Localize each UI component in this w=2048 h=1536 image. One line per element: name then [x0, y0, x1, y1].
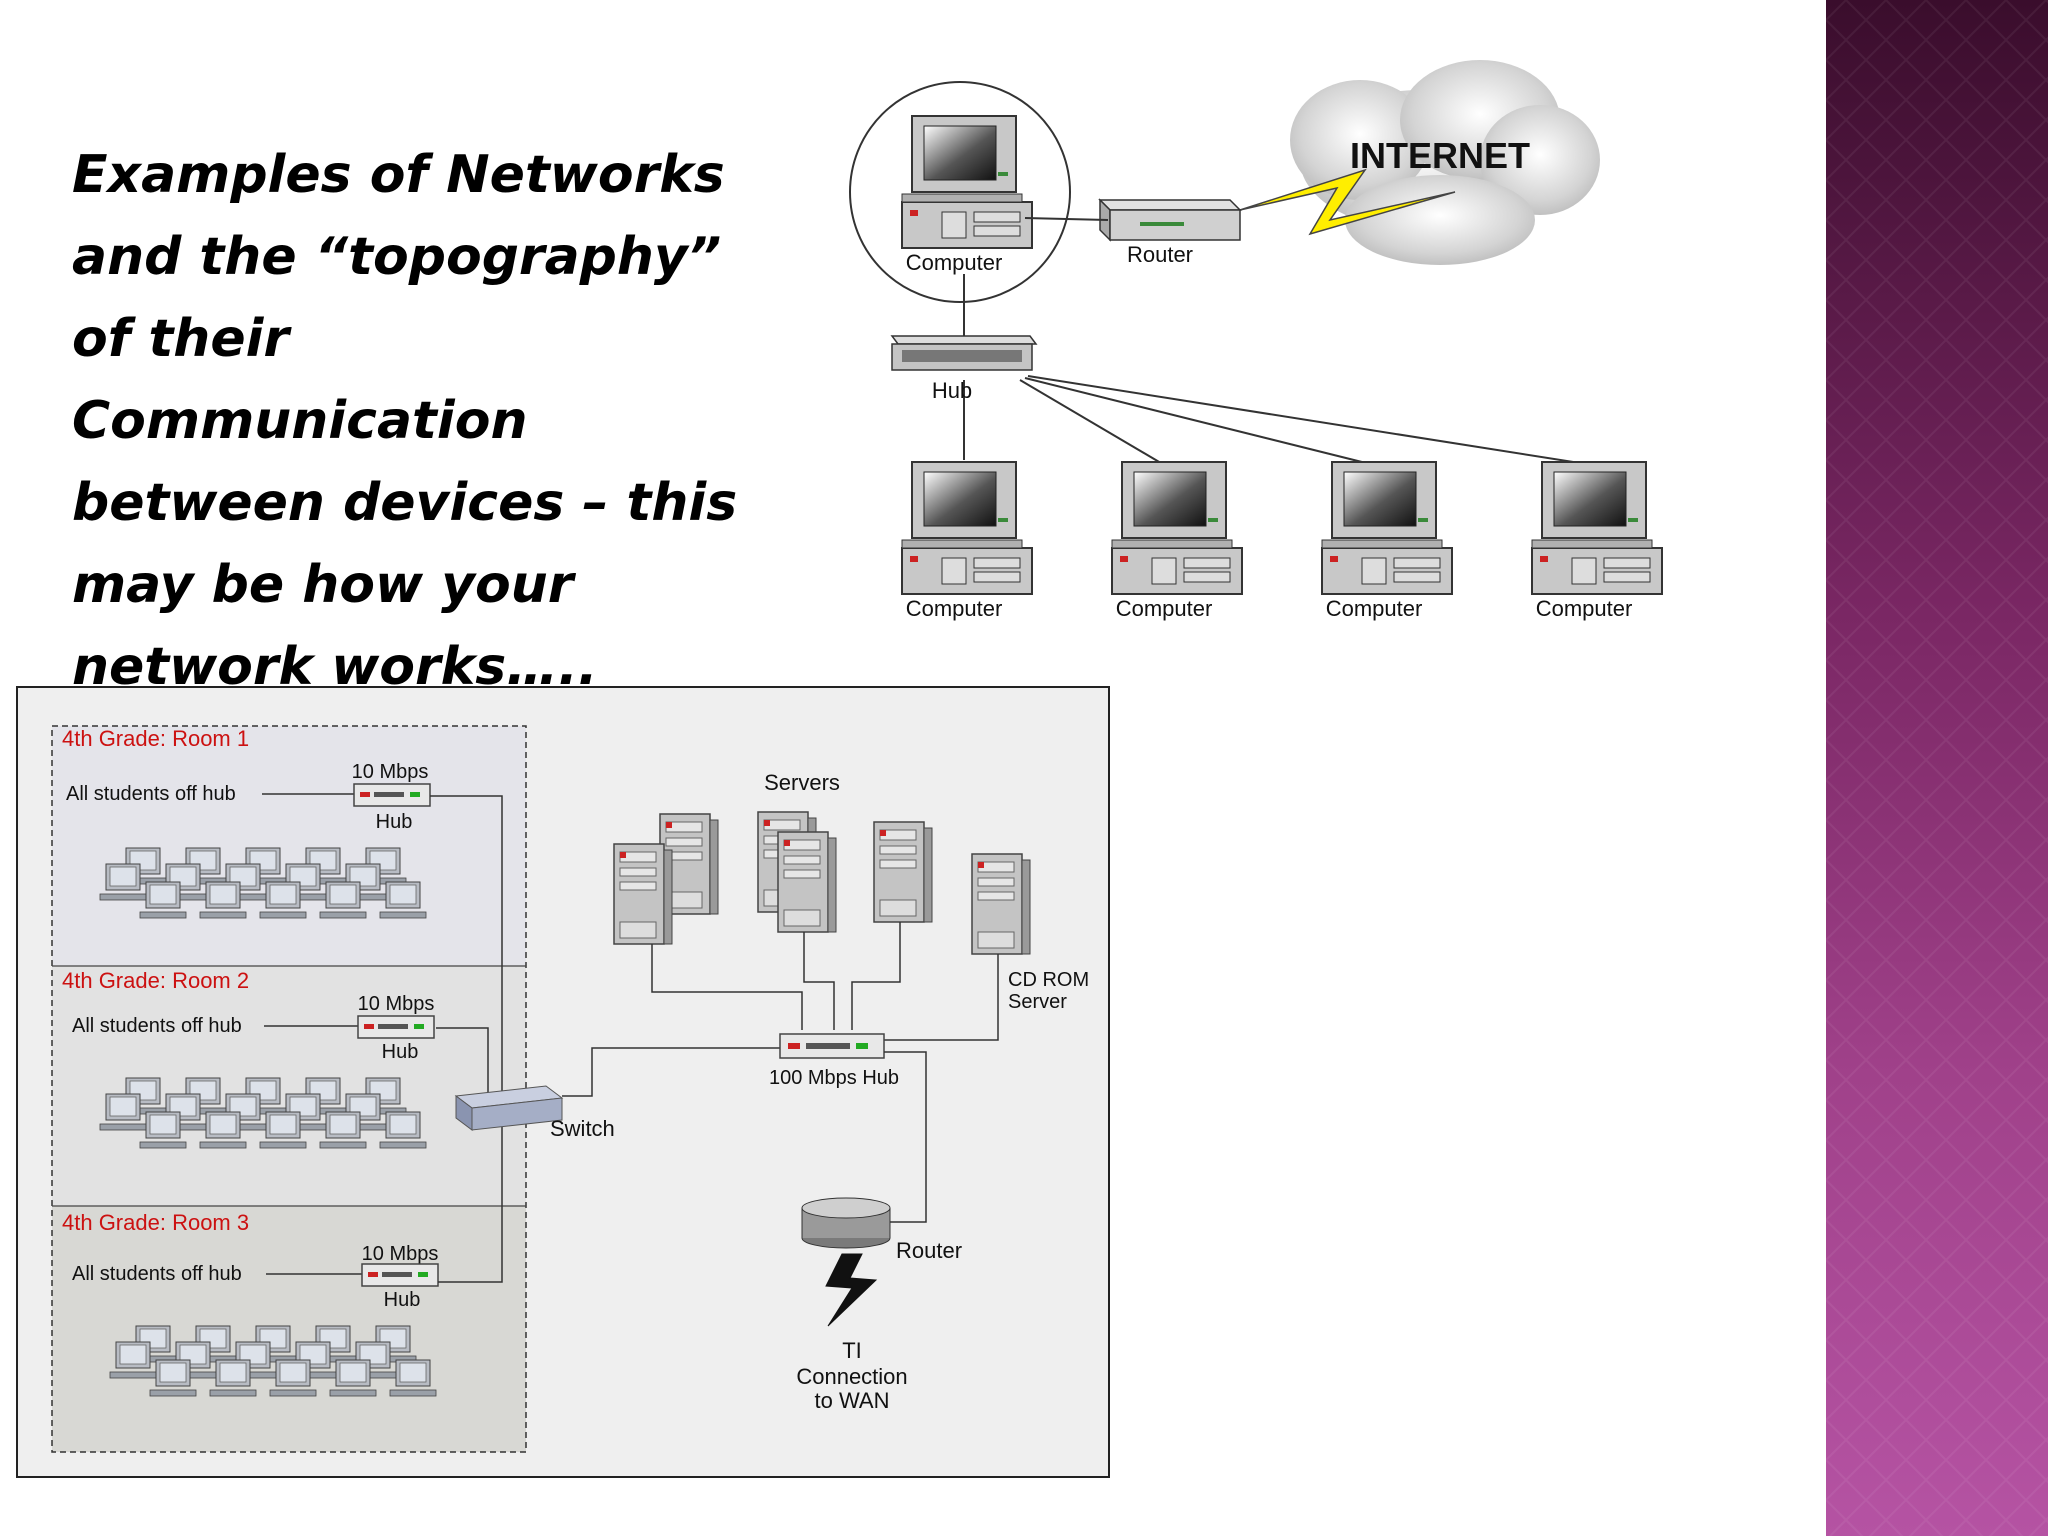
room-2-zone [52, 966, 526, 1206]
room-1-hub-icon [353, 783, 431, 807]
router-label: Router [1127, 242, 1193, 267]
room-2-note: All students off hub [72, 1015, 242, 1037]
client-computer-label: Computer [1116, 596, 1213, 621]
wan-label-line3: to WAN [815, 1388, 890, 1413]
room-2-hub-speed: 10 Mbps [358, 993, 435, 1015]
hub-icon [890, 335, 1038, 371]
room-3-hub-speed: 10 Mbps [362, 1243, 439, 1265]
client-computer-icon [1321, 461, 1453, 595]
room-1-note: All students off hub [66, 783, 236, 805]
school-network-diagram: 4th Grade: Room 1 All students off hub 1… [16, 686, 1110, 1478]
hub-link-3 [1024, 377, 1379, 467]
client-computer-label: Computer [1536, 596, 1633, 621]
servers-label: Servers [764, 770, 840, 795]
wan-label-line1: TI [842, 1338, 862, 1363]
hub-link-2 [1019, 379, 1167, 467]
room-3-note: All students off hub [72, 1263, 242, 1285]
main-computer-circle [849, 81, 1071, 303]
router-icon [1098, 198, 1242, 242]
cdrom-server-icon [971, 853, 1031, 955]
slide-headline: Examples of Networks and the “topography… [72, 145, 738, 697]
client-computer-icon [1111, 461, 1243, 595]
room-1-zone [52, 726, 526, 966]
switch-label: Switch [550, 1116, 615, 1141]
room-1-hub-label: Hub [376, 811, 413, 833]
wan-lightning-icon [1239, 168, 1456, 236]
router-icon [801, 1197, 891, 1249]
server-icon [873, 821, 933, 923]
main-computer-icon [901, 115, 1033, 249]
main-hub-label: 100 Mbps Hub [769, 1067, 899, 1089]
sidebar-accent [1826, 0, 2048, 1536]
client-computer-label: Computer [906, 596, 1003, 621]
room-3-hub-icon [361, 1263, 439, 1287]
computer-router-link [1024, 217, 1109, 221]
room-3-title: 4th Grade: Room 3 [62, 1210, 249, 1235]
internet-label: INTERNET [1350, 135, 1530, 176]
hub-link-4 [1027, 375, 1587, 465]
wan-label-line2: Connection [796, 1364, 907, 1389]
router-label: Router [896, 1238, 962, 1263]
sidebar-diamond-pattern [1826, 0, 2048, 1536]
client-computer-icon [901, 461, 1033, 595]
main-hub-icon [779, 1033, 885, 1059]
switch-icon [454, 1085, 564, 1131]
cdrom-server-label-line2: Server [1008, 991, 1067, 1013]
server-icon [613, 843, 673, 945]
room-2-hub-label: Hub [382, 1041, 419, 1063]
client-computer-label: Computer [1326, 596, 1423, 621]
internet-hub-diagram: INTERNET Router Computer Hub [849, 60, 1663, 621]
cdrom-server-label-line1: CD ROM [1008, 969, 1089, 991]
server-icon [777, 831, 837, 933]
hub-label: Hub [932, 378, 972, 403]
internet-cloud: INTERNET [1290, 60, 1600, 265]
room-3-hub-label: Hub [384, 1289, 421, 1311]
main-computer-label: Computer [906, 250, 1003, 275]
client-computer-icon [1531, 461, 1663, 595]
room-2-hub-icon [357, 1015, 435, 1039]
wan-lightning-icon [825, 1253, 878, 1327]
room-2-title: 4th Grade: Room 2 [62, 968, 249, 993]
room-1-title: 4th Grade: Room 1 [62, 726, 249, 751]
room-1-hub-speed: 10 Mbps [352, 761, 429, 783]
